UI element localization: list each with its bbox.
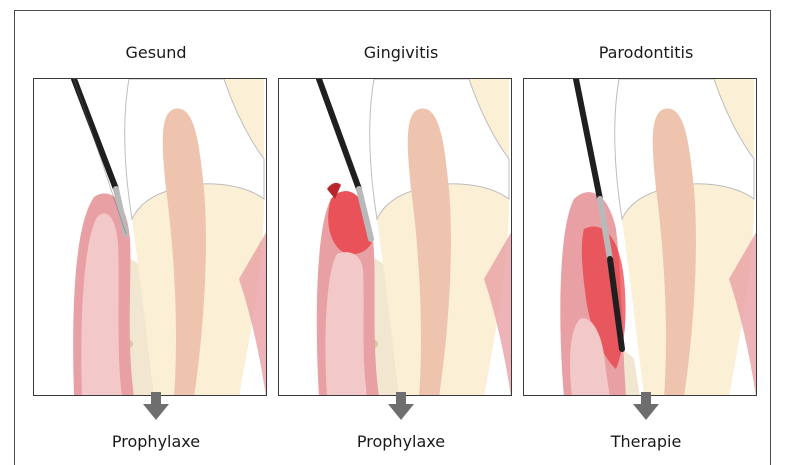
panel-gingivitis: Gingivitis Prophylaxe (278, 0, 524, 465)
panel-healthy: Gesund Prophylaxe (33, 0, 279, 465)
outcome-label: Therapie (523, 432, 769, 451)
down-arrow-icon (33, 392, 279, 422)
down-arrow-icon (523, 392, 769, 422)
gingivitis-tooth-illustration (278, 78, 512, 396)
periodontitis-tooth-illustration (523, 78, 757, 396)
panel-periodontitis: Parodontitis Therapie (523, 0, 769, 465)
down-arrow-icon (278, 392, 524, 422)
panel-title: Gesund (33, 43, 279, 62)
healthy-tooth-illustration (33, 78, 267, 396)
panel-title: Parodontitis (523, 43, 769, 62)
outcome-label: Prophylaxe (278, 432, 524, 451)
panel-title: Gingivitis (278, 43, 524, 62)
outcome-label: Prophylaxe (33, 432, 279, 451)
